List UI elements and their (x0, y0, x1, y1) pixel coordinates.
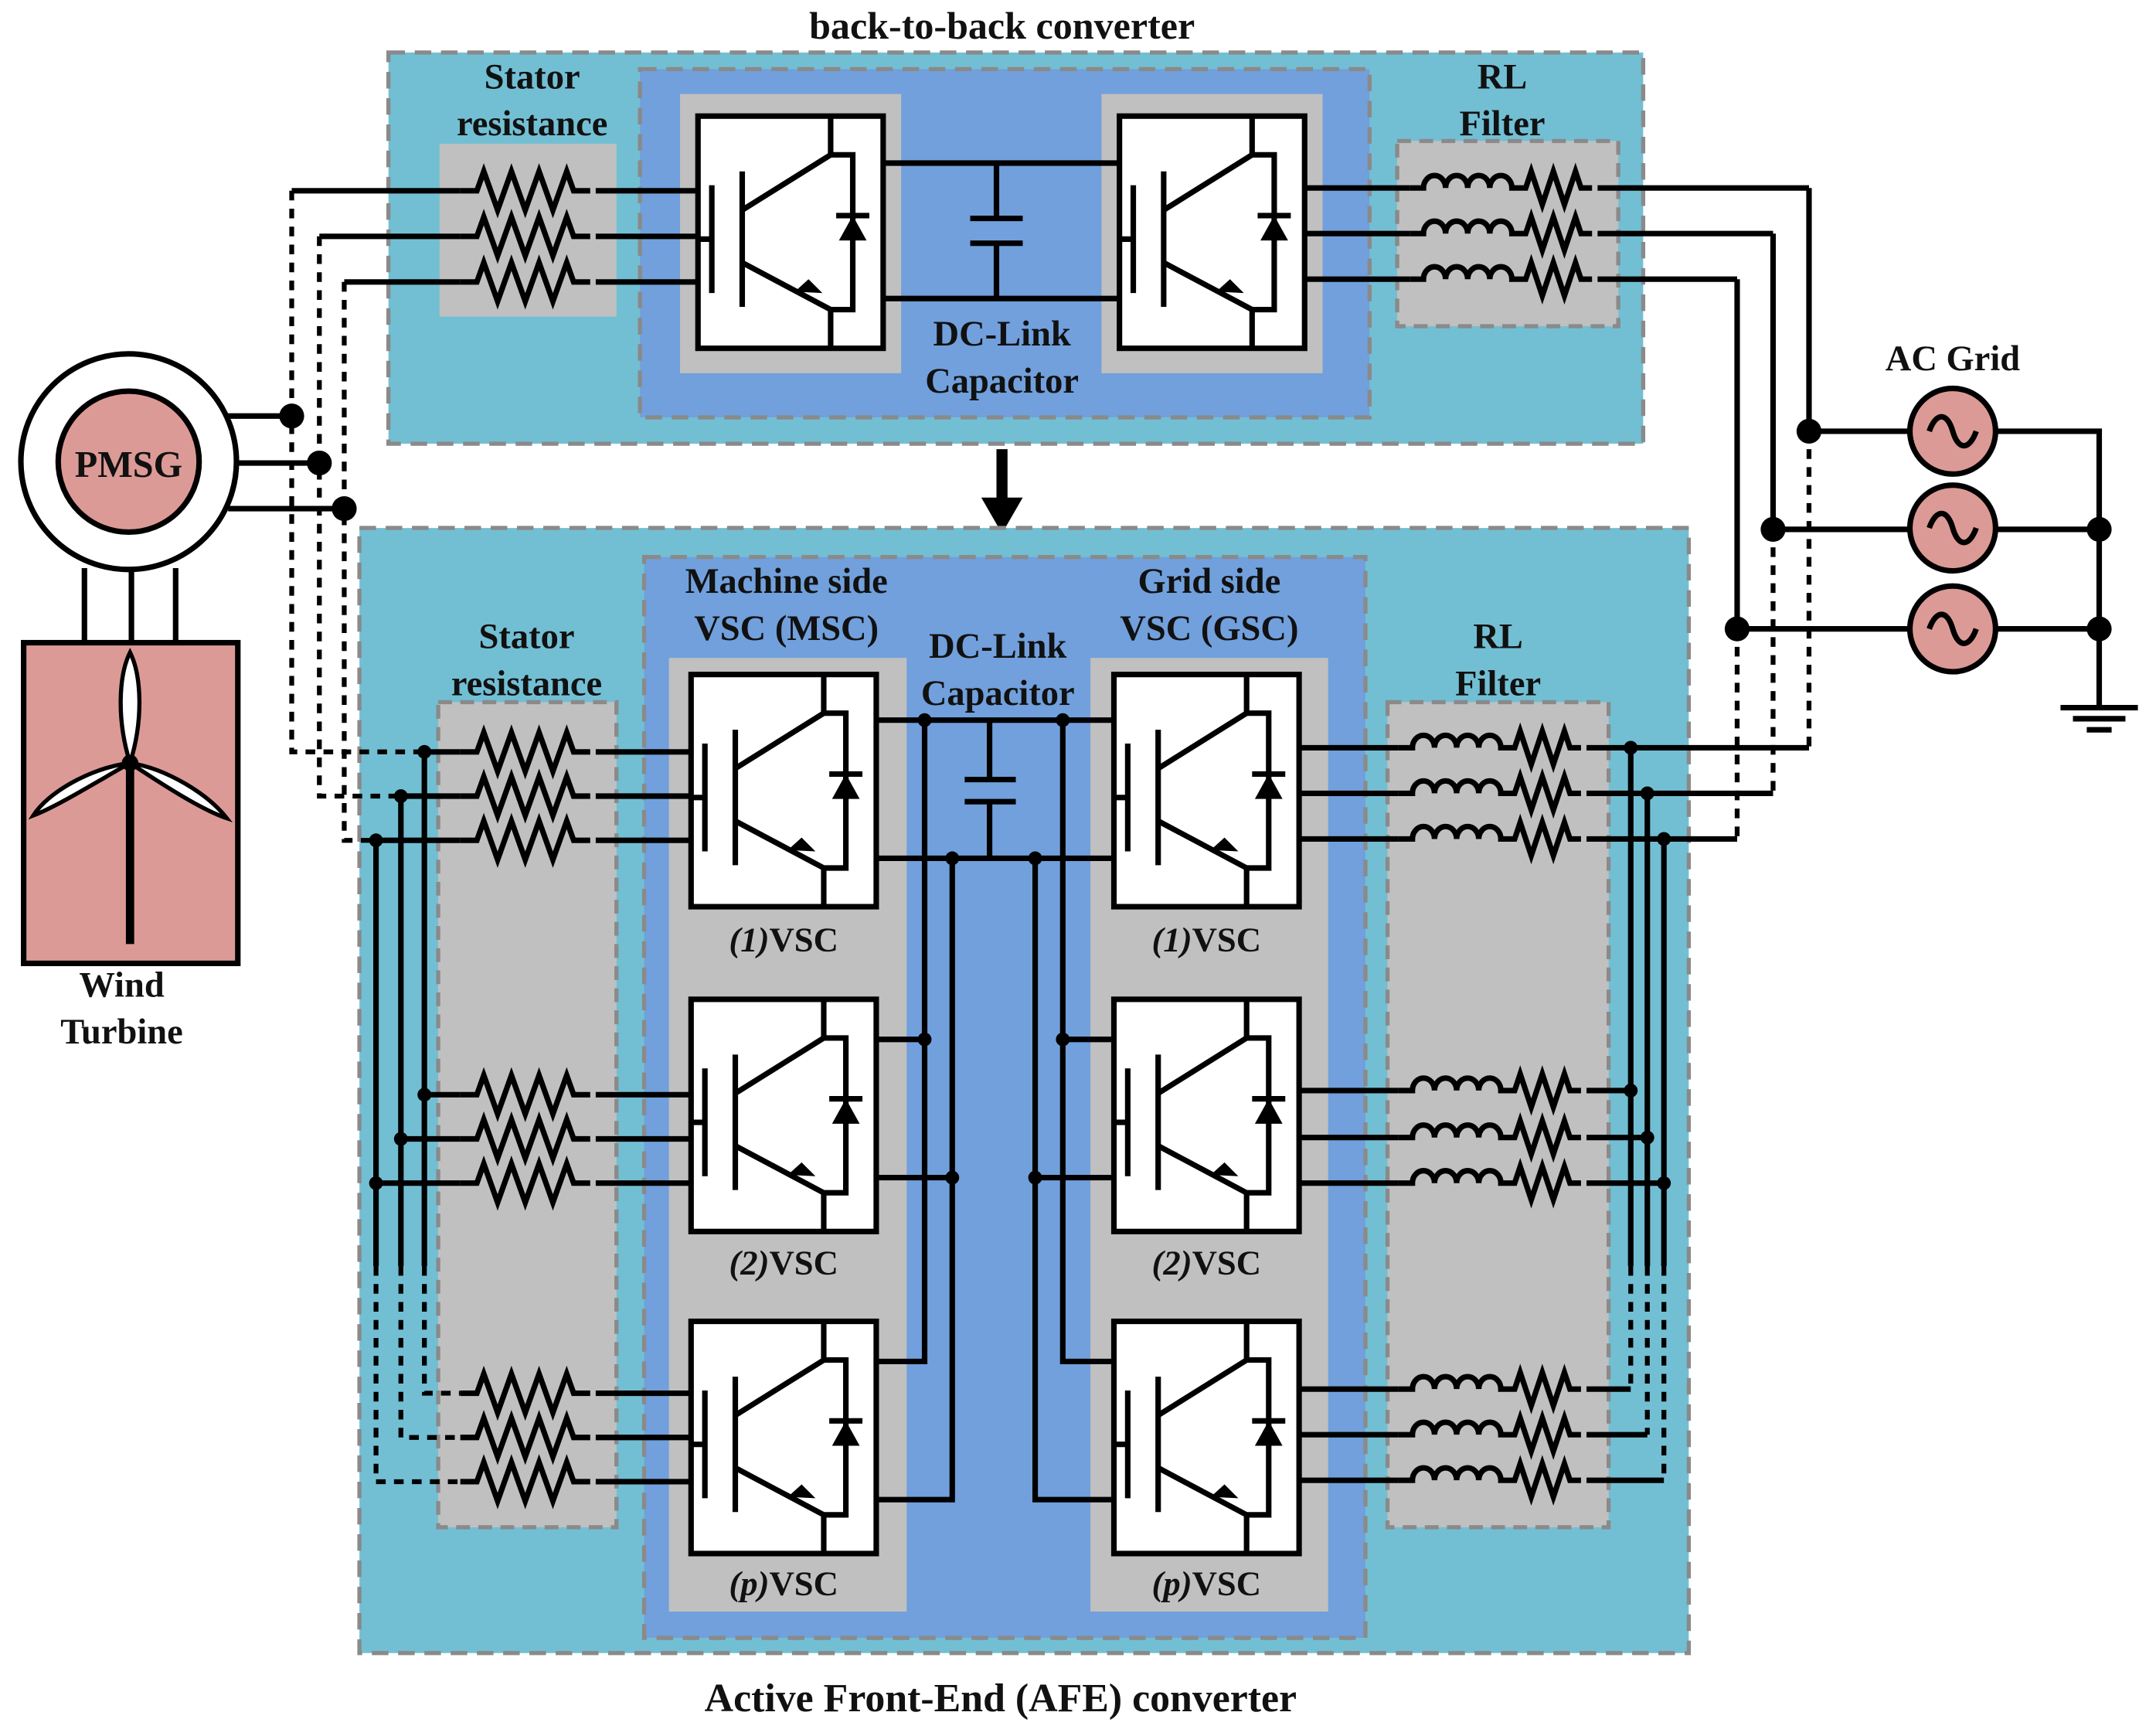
ac-source-icon (1910, 485, 1996, 571)
afe-rl-label-2: Filter (1455, 664, 1541, 703)
wind-turbine-label-1: Wind (79, 965, 164, 1005)
b2b-gsc-igbt-icon (1120, 116, 1305, 348)
afe-msc-1-igbt-icon (691, 675, 876, 907)
ground-icon (2060, 704, 2138, 733)
down-arrow-icon (981, 449, 1023, 534)
afe-gsc-label-1: Grid side (1138, 562, 1281, 601)
ac-source-icon (1910, 388, 1996, 474)
b2b-stator-label-2: resistance (457, 104, 607, 144)
afe-gsc-1-igbt-icon (1114, 675, 1299, 907)
vsc-label-msc-2: (2)VSC (729, 1244, 838, 1282)
b2b-dclink-label-1: DC-Link (933, 315, 1071, 354)
afe-msc-p-igbt-icon (691, 1322, 876, 1554)
dc-bus-junctions (917, 713, 1070, 1185)
wind-turbine-icon (21, 639, 241, 966)
rl-bus-junctions (1624, 740, 1671, 1190)
afe-gsc-p-igbt-icon (1114, 1322, 1299, 1554)
afe-stator-label-2: resistance (451, 664, 602, 703)
vsc-label-gsc-2: (2)VSC (1152, 1244, 1262, 1282)
wind-turbine-label-2: Turbine (60, 1013, 182, 1052)
afe-dclink-label-1: DC-Link (929, 627, 1066, 666)
afe-capacitor-icon (924, 717, 1063, 859)
afe-msc-2-igbt-icon (691, 999, 876, 1231)
vsc-label-gsc-p: (p)VSC (1152, 1564, 1262, 1603)
b2b-rl-label-1: RL (1478, 57, 1528, 97)
b2b-title: back-to-back converter (809, 4, 1195, 47)
afe-dclink-label-2: Capacitor (921, 674, 1075, 713)
b2b-rl-label-2: Filter (1459, 104, 1545, 144)
vsc-label-msc-p: (p)VSC (729, 1564, 838, 1603)
ac-grid-label: AC Grid (1886, 339, 2020, 379)
afe-msc-label-2: VSC (MSC) (694, 609, 879, 648)
stator-bus-junctions (369, 744, 432, 1190)
ac-grid-sources (1910, 388, 1996, 672)
vsc-label-gsc-1: (1)VSC (1152, 920, 1262, 958)
afe-title: Active Front-End (AFE) converter (705, 1676, 1297, 1721)
ac-source-icon (1910, 586, 1996, 672)
afe-msc-label-1: Machine side (685, 562, 888, 601)
afe-rl-label-1: RL (1473, 618, 1523, 657)
b2b-dclink-label-2: Capacitor (925, 362, 1079, 401)
b2b-msc-igbt-icon (698, 116, 883, 348)
afe-stator-label-1: Stator (479, 618, 575, 657)
b2b-stator-label-1: Stator (485, 57, 580, 97)
vsc-label-msc-1: (1)VSC (729, 920, 838, 958)
afe-gsc-2-igbt-icon (1114, 999, 1299, 1231)
grid-junctions (1724, 418, 2112, 642)
pmsg-machine: PMSG (18, 351, 240, 573)
b2b-capacitor-icon (970, 163, 1023, 299)
afe-gsc-label-2: VSC (GSC) (1120, 609, 1298, 648)
pmsg-label: PMSG (75, 444, 182, 485)
